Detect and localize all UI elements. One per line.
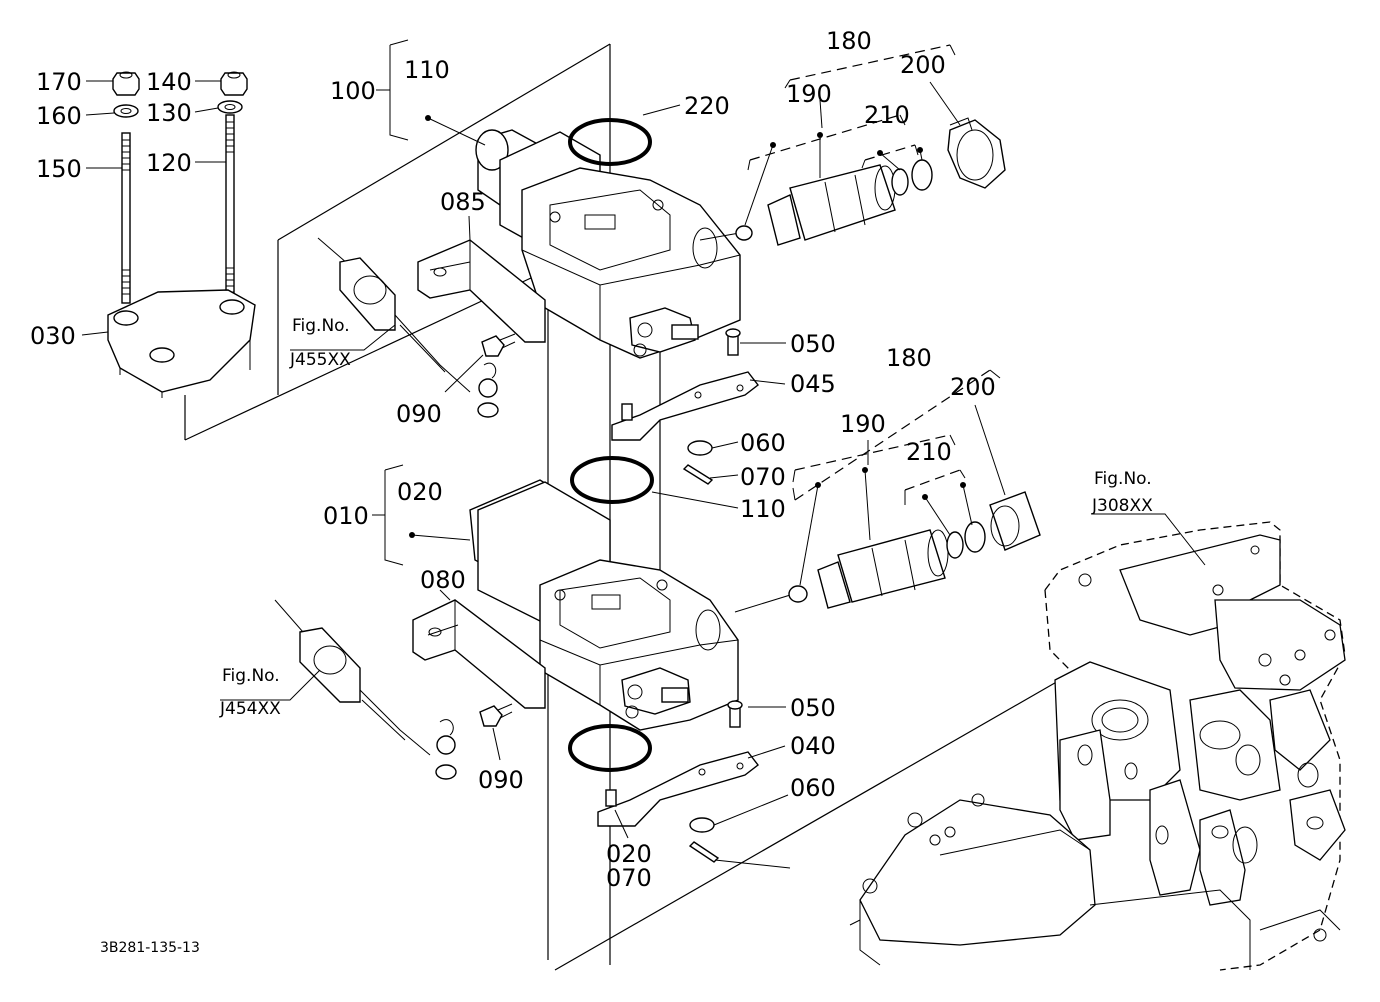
- label-020-lower: 020: [606, 840, 652, 868]
- label-130: 130: [146, 99, 192, 127]
- label-045: 045: [790, 370, 836, 398]
- label-210-upper: 210: [864, 101, 910, 129]
- figref-j455-code: J455XX: [289, 350, 351, 370]
- label-110-upper: 110: [404, 56, 450, 84]
- figref-j454-caption: Fig.No.: [222, 666, 280, 686]
- label-050-lower: 050: [790, 694, 836, 722]
- o-ring-110: [570, 456, 654, 504]
- plate-040-assembly: [597, 700, 759, 863]
- nut-140-shape: [220, 72, 248, 96]
- label-180-upper: 180: [826, 27, 872, 55]
- label-060-lower: 060: [790, 774, 836, 802]
- label-030: 030: [30, 322, 76, 350]
- label-190-lower: 190: [840, 410, 886, 438]
- stud-120-shape: [225, 114, 235, 302]
- stud-150-shape: [121, 132, 131, 304]
- label-200-lower: 200: [950, 373, 996, 401]
- label-220: 220: [684, 92, 730, 120]
- diagram-code: 3B281-135-13: [100, 940, 200, 956]
- label-120: 120: [146, 149, 192, 177]
- label-010: 010: [323, 502, 369, 530]
- washer-130-shape: [217, 100, 243, 114]
- label-210-lower: 210: [906, 438, 952, 466]
- leader-lines: [81, 39, 1206, 869]
- figref-j454-code: J454XX: [219, 699, 281, 719]
- label-190-upper: 190: [786, 80, 832, 108]
- label-140: 140: [146, 68, 192, 96]
- callout-labels: 170 160 150 030 140 130 120 100 110 085 …: [30, 27, 996, 892]
- label-070-upper: 070: [740, 463, 786, 491]
- control-cable-lower: [274, 599, 457, 780]
- bolt-090-upper-shape: [481, 333, 516, 357]
- spool-assembly-lower: [734, 491, 1041, 613]
- o-ring-220: [568, 118, 652, 166]
- bolt-090-lower-shape: [479, 703, 513, 727]
- label-080: 080: [420, 566, 466, 594]
- figref-j308-code: J308XX: [1091, 496, 1153, 516]
- label-150: 150: [36, 155, 82, 183]
- figref-j455-caption: Fig.No.: [292, 316, 350, 336]
- label-200-upper: 200: [900, 51, 946, 79]
- plate-030-shape: [107, 289, 256, 393]
- bracket-080: [412, 599, 546, 709]
- label-170: 170: [36, 68, 82, 96]
- figure-references: Fig.No. J455XX Fig.No. J454XX Fig.No. J3…: [219, 316, 1153, 719]
- label-060-upper: 060: [740, 429, 786, 457]
- figref-j308-caption: Fig.No.: [1094, 469, 1152, 489]
- o-ring-020: [568, 724, 652, 772]
- label-085: 085: [440, 188, 486, 216]
- label-160: 160: [36, 102, 82, 130]
- control-cable-upper: [317, 237, 499, 418]
- control-valve-upper: [475, 129, 741, 359]
- label-180-lower: 180: [886, 344, 932, 372]
- transmission-case-ghost: [849, 521, 1346, 971]
- label-040: 040: [790, 732, 836, 760]
- bracket-085: [417, 239, 546, 343]
- label-050-upper: 050: [790, 330, 836, 358]
- label-100: 100: [330, 77, 376, 105]
- stud-assembly-left: [107, 71, 256, 398]
- label-110-middle: 110: [740, 495, 786, 523]
- label-090-lower: 090: [478, 766, 524, 794]
- label-070-lower: 070: [606, 864, 652, 892]
- label-020-upper: 020: [397, 478, 443, 506]
- washer-160-shape: [113, 104, 139, 118]
- spool-assembly-upper: [699, 117, 1006, 246]
- plate-045-assembly: [611, 328, 759, 485]
- control-valve-lower: [469, 479, 739, 731]
- label-090-upper: 090: [396, 400, 442, 428]
- nut-170-shape: [112, 72, 140, 96]
